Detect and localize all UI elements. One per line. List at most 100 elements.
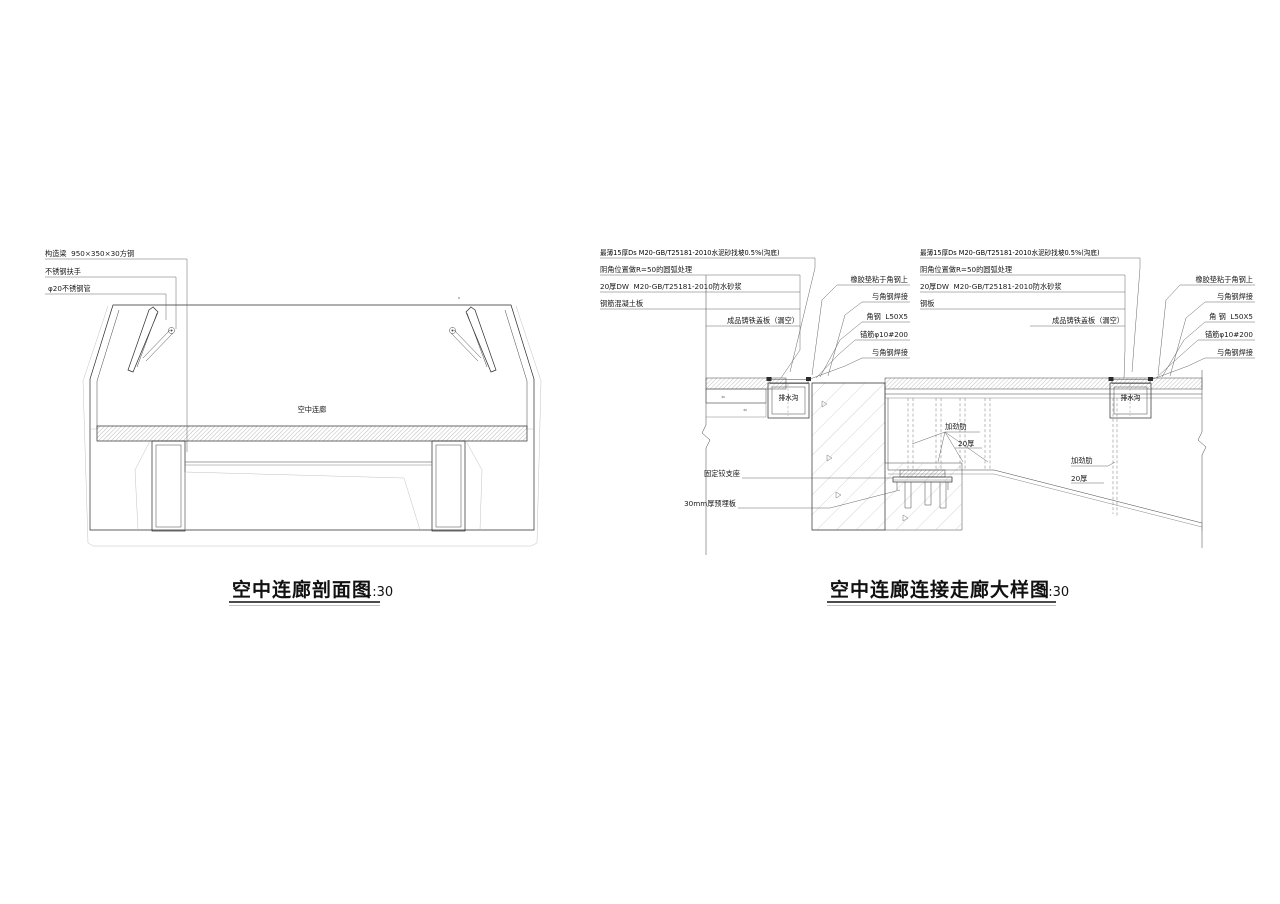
left-annotation-leaders (45, 258, 188, 452)
far-callout-0: 橡胶垫粘于角钢上 (1195, 275, 1253, 284)
drain-left-grate (769, 379, 809, 384)
handrail-right-brace (453, 329, 482, 359)
mid-callout-4: 与角钢焊接 (872, 348, 908, 357)
conc-symbol-1 (826, 454, 833, 462)
rr-annotation-4: 成品铸铁盖板（漏空） (1052, 316, 1124, 325)
stiffener-mid-callout: 加劲肋 20厚 (911, 422, 989, 463)
handrail-left-brace (142, 329, 171, 359)
left-interior-guide-1 (184, 471, 421, 531)
left-outer-envelope (82, 305, 542, 547)
conc-mark-1 (721, 395, 726, 399)
mid-leader-c (819, 321, 863, 378)
left-interior-guide-4 (465, 440, 483, 531)
left-rc-slab-lower (706, 402, 767, 418)
drain-right-inner (1113, 386, 1148, 415)
drain-trench-left: 排水沟 (766, 377, 811, 419)
mid-callout-3: 锚筋φ10#200 (860, 330, 908, 339)
rr-annotation-3: 钢板 (920, 299, 934, 308)
angle-node-r1 (1108, 377, 1114, 381)
stiffener-mid-leaders (911, 431, 989, 463)
handrail-left-brace2 (145, 332, 174, 362)
mid-leader-b (827, 301, 863, 377)
mid-callout-1: 与角钢焊接 (872, 292, 908, 301)
left-handrail-assembly (127, 306, 175, 373)
center-slab-outline (884, 377, 1203, 390)
far-leader-a (1157, 284, 1181, 376)
deck-slab-outline (96, 425, 528, 442)
stiffener-right-rule (1071, 461, 1116, 467)
right-column-inner (435, 444, 462, 528)
angle-node-r2 (1148, 377, 1153, 381)
left-deck-slab (96, 425, 528, 442)
left-annotation-1: 不锈钢扶手 (45, 267, 81, 276)
leader-pipe (45, 293, 167, 320)
rl-leader-cover (780, 326, 801, 379)
left-title: 空中连廊剖面图 (232, 578, 372, 601)
rr-leader-cover (1123, 326, 1126, 379)
bearing-side-legs (896, 482, 949, 490)
rr-annotation-1: 阴角位置做R=50的圆弧处理 (920, 265, 1012, 274)
mid-callout-2: 角钢 L50X5 (866, 312, 908, 321)
rl-annotation-4: 成品铸铁盖板（漏空） (727, 316, 799, 325)
handrail-right-post (465, 306, 497, 373)
drain-trench-right: 排水沟 (1108, 377, 1153, 419)
break-line-right (1197, 370, 1207, 548)
far-leader-c (1161, 321, 1206, 378)
drain-right-label: 排水沟 (1121, 393, 1141, 402)
rr-leader-slope (1131, 258, 1141, 373)
mid-leader-d (815, 339, 856, 379)
far-leader-d (1155, 339, 1199, 379)
handrail-left-post-inner (136, 312, 158, 368)
right-left-annotation-stack: 最薄15厚Ds M20-GB/T25181-2010水泥砂找坡0.5%(沟底) … (600, 248, 816, 379)
conc-symbol-2 (835, 491, 842, 499)
leader-handrail (45, 276, 177, 329)
embed-plate-leader (738, 489, 901, 509)
left-body-outline (89, 304, 535, 531)
right-column-box (431, 440, 466, 532)
far-callout-2: 角 钢 L50X5 (1209, 312, 1253, 321)
pier-hatch (812, 383, 885, 530)
handrail-right-brace2 (450, 332, 479, 362)
drain-right-box (1109, 382, 1152, 419)
far-callout-3: 锚筋φ10#200 (1205, 330, 1253, 339)
left-title-scale: 1:30 (364, 585, 393, 600)
stiffener-mid-label-2: 20厚 (958, 439, 974, 448)
conc-mark-2 (743, 408, 748, 412)
mid-callout-group: 橡胶垫粘于角钢上 与角钢焊接 角钢 L50X5 锚筋φ10#200 与角钢焊接 (809, 275, 910, 380)
rl-annotation-1: 阴角位置做R=50的圆弧处理 (600, 265, 692, 274)
deck-slab-hatch (97, 426, 527, 441)
stiffener-right-callout: 加劲肋 20厚 (1071, 456, 1116, 484)
left-concrete-pier (811, 382, 963, 531)
embed-plate-label: 30mm厚预埋板 (684, 499, 736, 508)
rl-annotation-2: 20厚DW M20-GB/T25181-2010防水砂浆 (600, 282, 742, 291)
right-column-outer (431, 440, 466, 532)
left-annotation-0: 构造梁 950×350×30方钢 (45, 249, 134, 258)
drain-right-grate (1111, 379, 1151, 384)
handrail-left-post (127, 306, 159, 373)
drain-left-label: 排水沟 (779, 393, 799, 402)
far-callout-1: 与角钢焊接 (1217, 292, 1253, 301)
conc-symbol-3 (902, 514, 909, 522)
bridge-deck-center (884, 377, 1203, 531)
right-right-annotation-stack: 最薄15厚Ds M20-GB/T25181-2010水泥砂找坡0.5%(沟底) … (920, 248, 1141, 379)
left-cheek-inner-right (504, 309, 528, 430)
handrail-left-pipe-center (170, 329, 173, 332)
left-annotation-2: φ20不锈钢管 (48, 284, 91, 293)
far-callout-4: 与角钢焊接 (1217, 348, 1253, 357)
far-callout-group: 橡胶垫粘于角钢上 与角钢焊接 角 钢 L50X5 锚筋φ10#200 与角钢焊接 (1152, 275, 1255, 380)
stiffener-right-label-2: 20厚 (1071, 474, 1087, 483)
fixed-hinge-bearing (892, 469, 953, 509)
bearing-base-plate (892, 476, 953, 483)
pier-step-hatch (885, 463, 962, 530)
mid-leader-a (811, 284, 838, 376)
right-handrail-assembly (449, 296, 497, 373)
right-title-scale: 1:30 (1040, 585, 1069, 600)
rl-leader-slope (789, 258, 816, 373)
angle-node-l1 (766, 377, 772, 381)
left-center-label: 空中连廊 (298, 405, 327, 414)
mid-callout-0: 橡胶垫粘于角钢上 (850, 275, 908, 284)
stiffener-mid-label-1: 加劲肋 (945, 422, 967, 431)
left-drawing-section: 空中连廊 构造梁 950×350×30方钢 不锈钢扶手 φ20不锈钢管 空中连廊… (45, 249, 542, 606)
